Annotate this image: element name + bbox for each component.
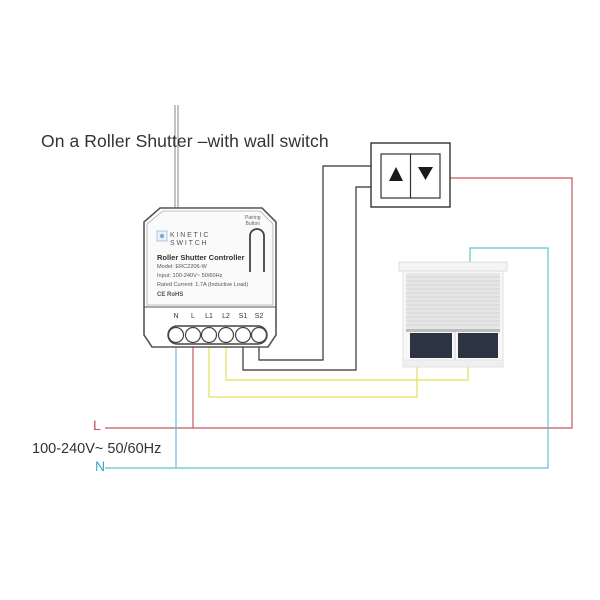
antenna <box>173 105 180 222</box>
wall-switch <box>370 142 451 208</box>
brand-name: KINETIC SWITCH <box>170 232 210 248</box>
neutral-label: N <box>95 458 106 474</box>
certification-marks: CE RoHS <box>157 292 184 298</box>
terminal-block <box>167 325 268 345</box>
product-name: Roller Shutter Controller <box>157 253 245 262</box>
neutral-wire <box>105 247 549 469</box>
pairing-label-line-1: Pairing <box>245 215 261 221</box>
brand-logo-icon <box>156 230 168 242</box>
pairing-button-label: Pairing Button <box>245 215 261 227</box>
up-arrow-icon <box>389 167 403 181</box>
terminal-label-s1: S1 <box>238 313 248 320</box>
pairing-label-line-2: Button <box>245 221 261 227</box>
terminal-label-l1: L1 <box>205 313 213 320</box>
terminal-label-l: L <box>191 313 195 320</box>
rated-current: Rated Current: 1.7A (Inductive Load) <box>157 282 249 288</box>
pairing-button <box>249 228 265 272</box>
switch-wires <box>242 165 371 371</box>
model-number: Model: ERC2206-W <box>157 264 207 270</box>
input-spec: Input: 100-240V~ 50/60Hz <box>157 273 223 279</box>
terminal-label-s2: S2 <box>254 313 264 320</box>
terminal-label-l2: L2 <box>222 313 230 320</box>
brand-line-2: SWITCH <box>170 240 209 247</box>
controller-device <box>143 207 277 348</box>
live-label: L <box>93 417 101 433</box>
roller-shutter <box>398 261 508 368</box>
brand-line-1: KINETIC <box>170 232 211 239</box>
live-wire <box>105 177 573 429</box>
motor-wires <box>208 345 469 398</box>
voltage-label: 100-240V~ 50/60Hz <box>32 441 162 457</box>
diagram-title: On a Roller Shutter –with wall switch <box>41 131 329 151</box>
terminal-label-n: N <box>173 313 179 320</box>
down-arrow-icon <box>418 167 433 180</box>
